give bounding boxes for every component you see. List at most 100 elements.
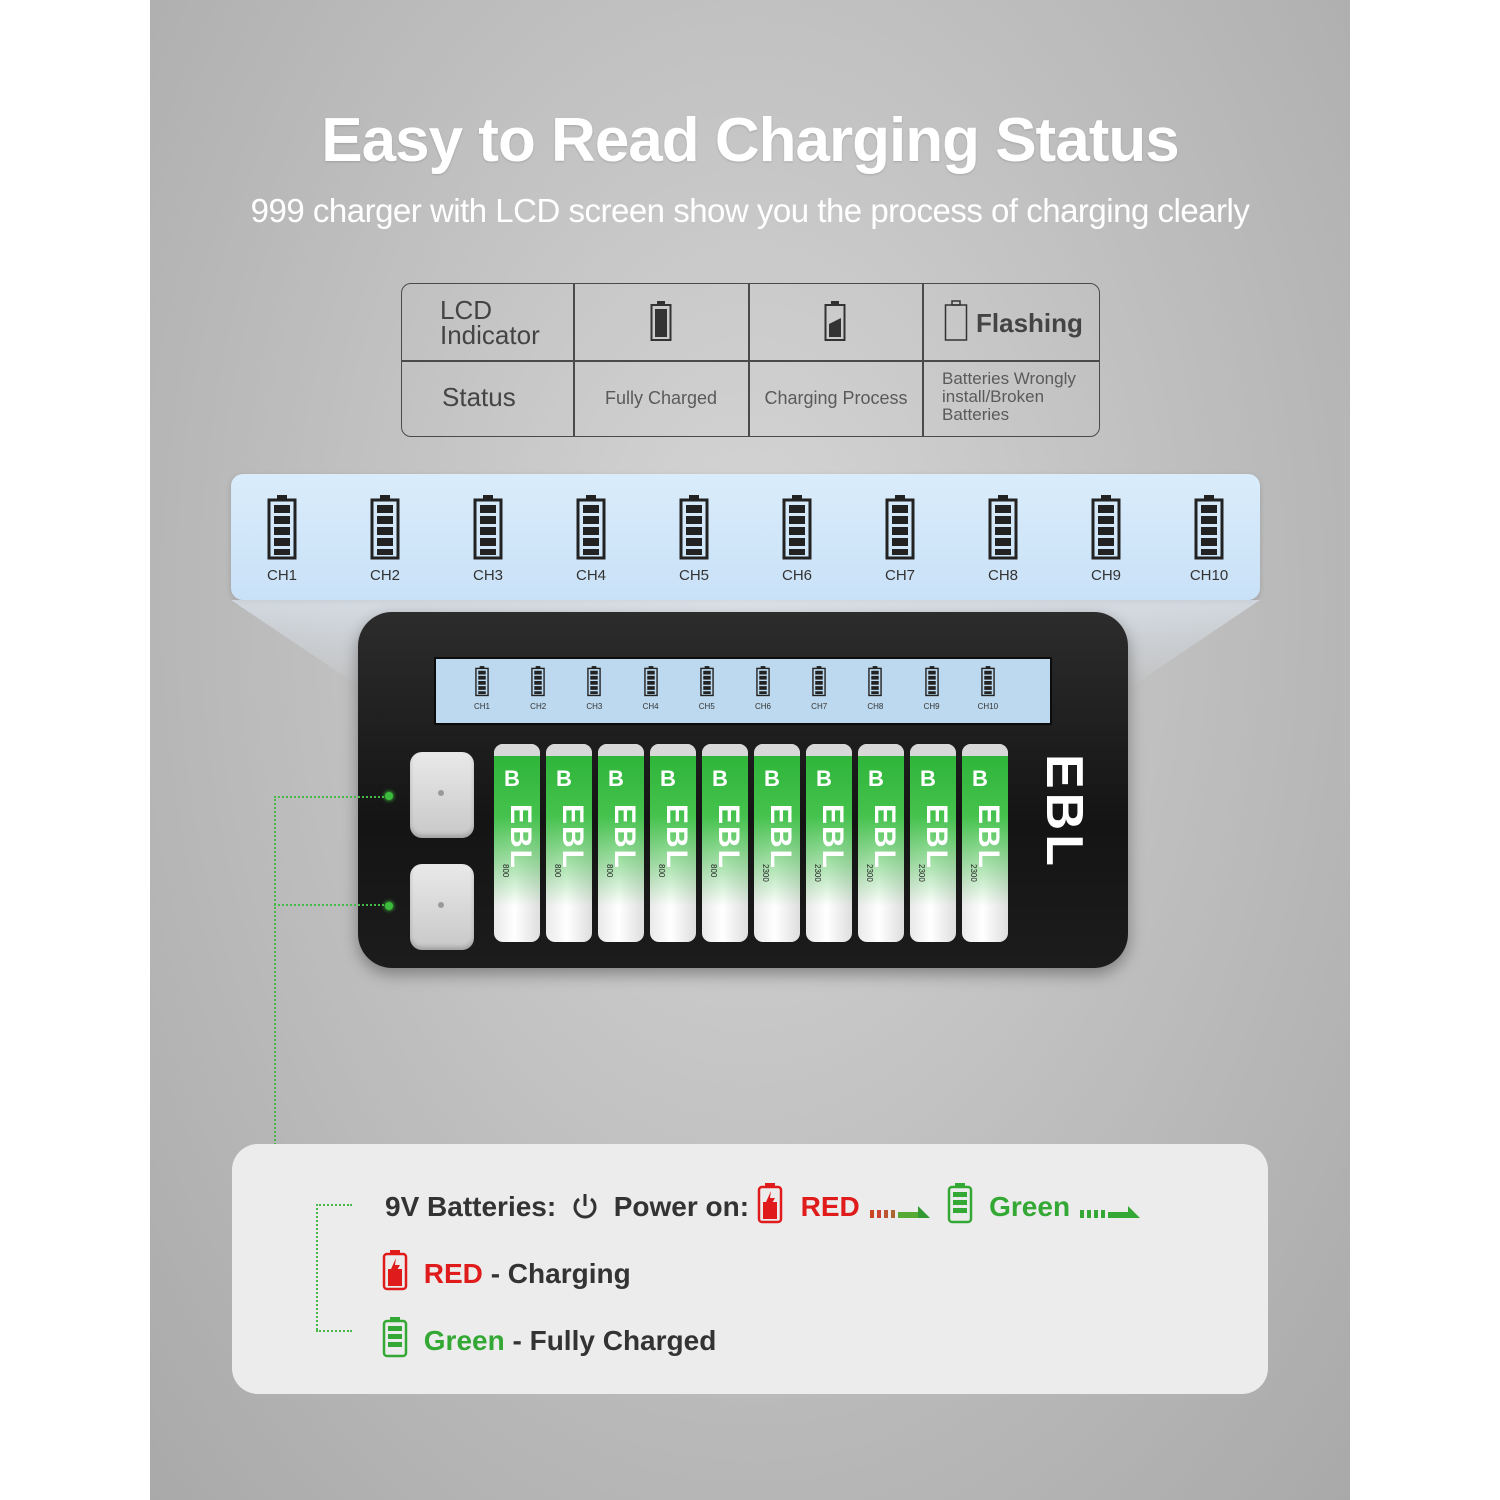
- battery-brand: EBL: [660, 804, 693, 870]
- green-battery-icon: [382, 1317, 408, 1358]
- battery-logo: B: [556, 766, 572, 791]
- green-charged-text: - Fully Charged: [512, 1325, 717, 1356]
- lcd-channel-7: CH7: [870, 494, 930, 584]
- lcd-channel-2: CH2: [355, 494, 415, 584]
- nine-volt-slot-1: [410, 752, 474, 838]
- connector-line: [274, 796, 384, 798]
- red-charging-line: RED - Charging: [382, 1249, 631, 1291]
- brand-logo: EBL: [1035, 754, 1093, 870]
- lcd-indicator-table: LCD Indicator Status Flashing Fully Char…: [401, 283, 1100, 437]
- green-word: Green: [989, 1191, 1071, 1222]
- channel-label: CH1: [266, 567, 297, 584]
- channel-label: CH9: [923, 702, 940, 711]
- mini-lcd-channel-4: CH4: [635, 665, 667, 711]
- battery-level-icon: [981, 666, 995, 701]
- battery-level-icon: [266, 495, 298, 564]
- channel-label: CH1: [473, 702, 490, 711]
- channel-label: CH10: [1189, 567, 1229, 584]
- progress-arrow: [1079, 1206, 1140, 1218]
- status-fully-charged: Fully Charged: [604, 388, 718, 408]
- status-charging-process: Charging Process: [764, 388, 908, 408]
- battery-capacity: 2300: [813, 864, 822, 882]
- progress-arrow: [869, 1206, 930, 1218]
- green-charged-word: Green: [423, 1325, 505, 1356]
- battery-logo: B: [920, 766, 936, 791]
- battery-level-icon: [987, 495, 1019, 564]
- mini-lcd-channel-9: CH9: [916, 665, 948, 711]
- battery-logo: B: [972, 766, 988, 791]
- battery-brand: EBL: [712, 804, 745, 870]
- battery-capacity: 2300: [761, 864, 770, 882]
- product-infographic: Easy to Read Charging Status 999 charger…: [150, 0, 1350, 1500]
- battery-level-icon: [643, 666, 658, 701]
- lcd-channel-6: CH6: [767, 494, 827, 584]
- battery-level-icon: [575, 495, 607, 564]
- aa-battery-10: B EBL 2300: [962, 744, 1008, 942]
- channel-label: CH5: [698, 702, 715, 711]
- nine-volt-info-panel: 9V Batteries: Power on: RED Green RED - …: [232, 1144, 1268, 1394]
- battery-brand: EBL: [556, 804, 589, 870]
- battery-capacity: 800: [553, 864, 562, 878]
- battery-level-icon: [475, 666, 489, 701]
- battery-logo: B: [816, 766, 832, 791]
- channel-label: CH6: [781, 567, 812, 584]
- battery-level-icon: [531, 666, 545, 701]
- nine-volt-label: 9V Batteries:: [385, 1191, 557, 1222]
- channel-label: CH2: [530, 702, 547, 711]
- nine-volt-slot-2: [410, 864, 474, 950]
- aa-battery-2: B EBL 800: [546, 744, 592, 942]
- aa-battery-1: B EBL 800: [494, 744, 540, 942]
- page-title: Easy to Read Charging Status: [321, 106, 1179, 175]
- mini-lcd-channel-7: CH7: [803, 665, 835, 711]
- red-word: RED: [800, 1191, 860, 1222]
- connector-line: [316, 1204, 352, 1206]
- channel-label: CH3: [472, 567, 503, 584]
- channel-label: CH8: [987, 567, 1018, 584]
- mini-lcd-channel-2: CH2: [522, 665, 554, 711]
- lcd-channel-3: CH3: [458, 494, 518, 584]
- battery-capacity: 2300: [969, 864, 978, 882]
- lcd-channel-5: CH5: [664, 494, 724, 584]
- battery-level-icon: [868, 666, 883, 701]
- mini-lcd-channel-8: CH8: [859, 665, 891, 711]
- lcd-channel-4: CH4: [561, 494, 621, 584]
- lcd-indicator-label: LCD Indicator: [440, 295, 540, 350]
- status-wrong-install: Batteries Wrongly install/Broken Batteri…: [942, 369, 1076, 424]
- channel-label: CH6: [754, 702, 771, 711]
- battery-logo: B: [608, 766, 624, 791]
- battery-level-icon: [1193, 495, 1225, 564]
- battery-brand: EBL: [504, 804, 537, 870]
- battery-logo: B: [764, 766, 780, 791]
- battery-level-icon: [369, 495, 401, 564]
- mini-lcd-channel-1: CH1: [466, 665, 498, 711]
- aa-battery-8: B EBL 2300: [858, 744, 904, 942]
- channel-label: CH10: [977, 702, 999, 711]
- connector-line: [274, 904, 384, 906]
- battery-brand: EBL: [764, 804, 797, 870]
- battery-brand: EBL: [868, 804, 901, 870]
- red-charging-word: RED: [423, 1258, 483, 1289]
- battery-level-icon: [1090, 495, 1122, 564]
- battery-brand: EBL: [972, 804, 1005, 870]
- battery-level-icon: [884, 495, 916, 564]
- battery-capacity: 800: [709, 864, 718, 878]
- battery-capacity: 2300: [865, 864, 874, 882]
- connector-line: [316, 1204, 318, 1330]
- aa-battery-7: B EBL 2300: [806, 744, 852, 942]
- battery-full-icon: [650, 300, 672, 347]
- battery-logo: B: [868, 766, 884, 791]
- channel-label: CH4: [575, 567, 606, 584]
- battery-logo: B: [712, 766, 728, 791]
- battery-level-icon: [924, 666, 939, 701]
- aa-battery-9: B EBL 2300: [910, 744, 956, 942]
- mini-lcd-channel-5: CH5: [691, 665, 723, 711]
- lcd-channel-1: CH1: [252, 494, 312, 584]
- battery-level-icon: [587, 666, 602, 701]
- battery-logo: B: [660, 766, 676, 791]
- lcd-channel-10: CH10: [1179, 494, 1239, 584]
- aa-battery-4: B EBL 800: [650, 744, 696, 942]
- page-subtitle: 999 charger with LCD screen show you the…: [250, 192, 1250, 229]
- power-on-label: Power on:: [613, 1191, 750, 1222]
